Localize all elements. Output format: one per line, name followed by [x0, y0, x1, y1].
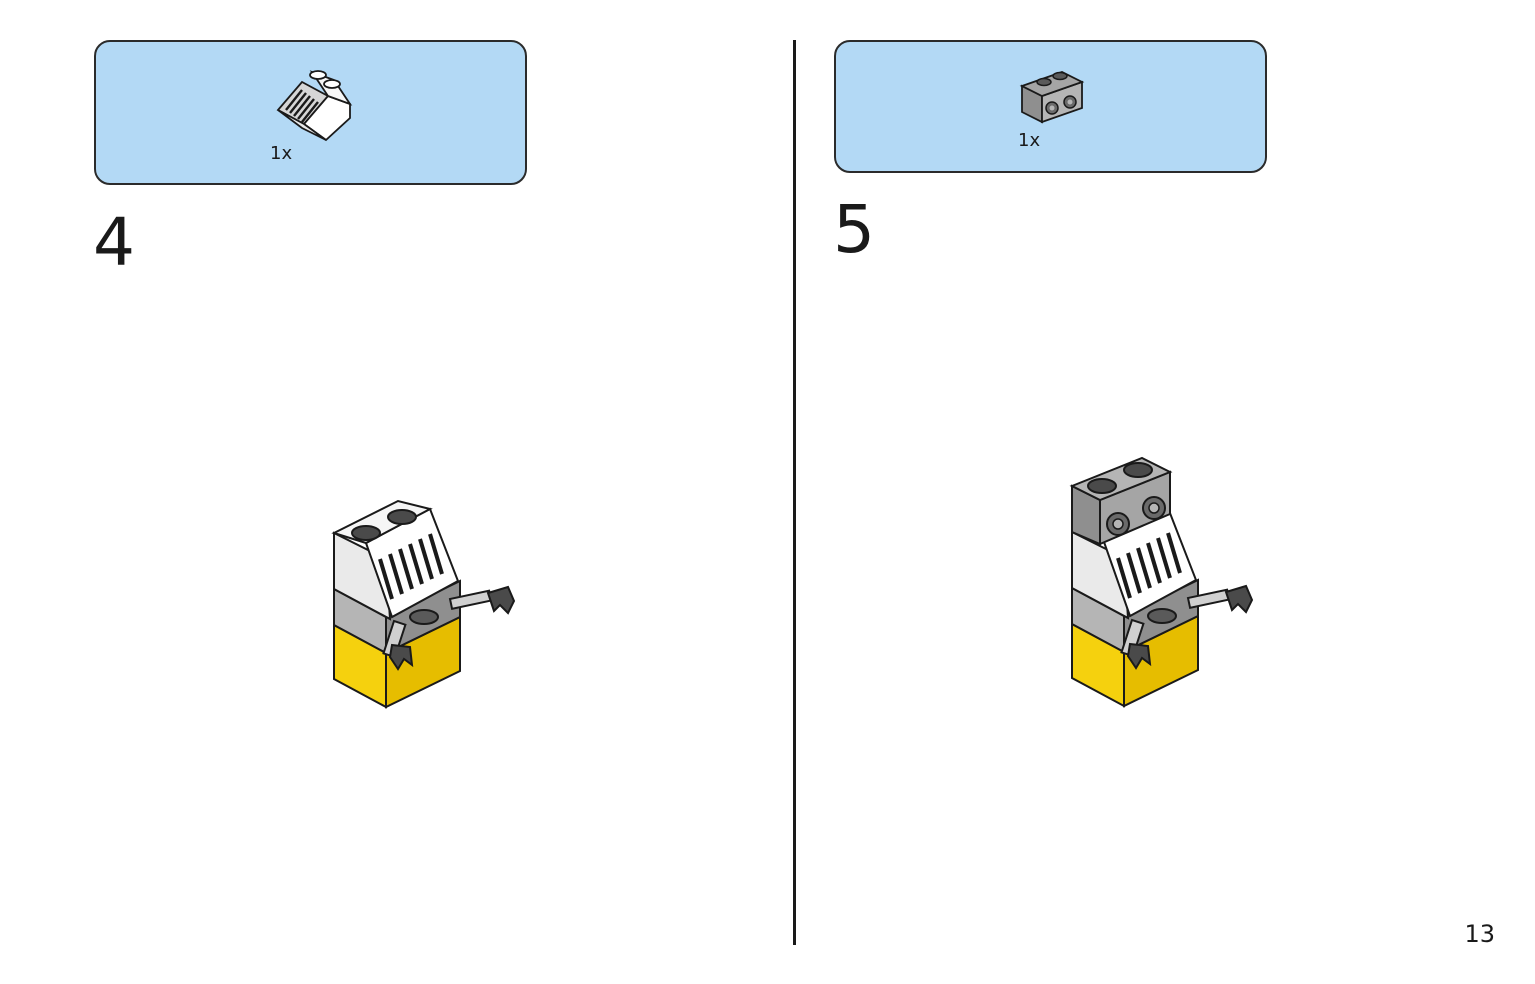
part-quantity: 1x: [270, 143, 293, 164]
parts-box-step-5: 1x: [834, 40, 1267, 173]
part-quantity: 1x: [1018, 130, 1041, 151]
page-number: 13: [1464, 920, 1495, 948]
step-number: 5: [833, 191, 875, 268]
parts-box-step-4: 1x: [94, 40, 527, 185]
robot-model-step-4-illustration: [331, 499, 516, 709]
robot-model-step-5-illustration: [1069, 456, 1254, 708]
white-grille-slope-icon: [276, 70, 353, 142]
page-divider: [793, 40, 796, 945]
gray-brick-side-studs-icon: [1019, 71, 1085, 124]
step-number: 4: [93, 204, 135, 281]
